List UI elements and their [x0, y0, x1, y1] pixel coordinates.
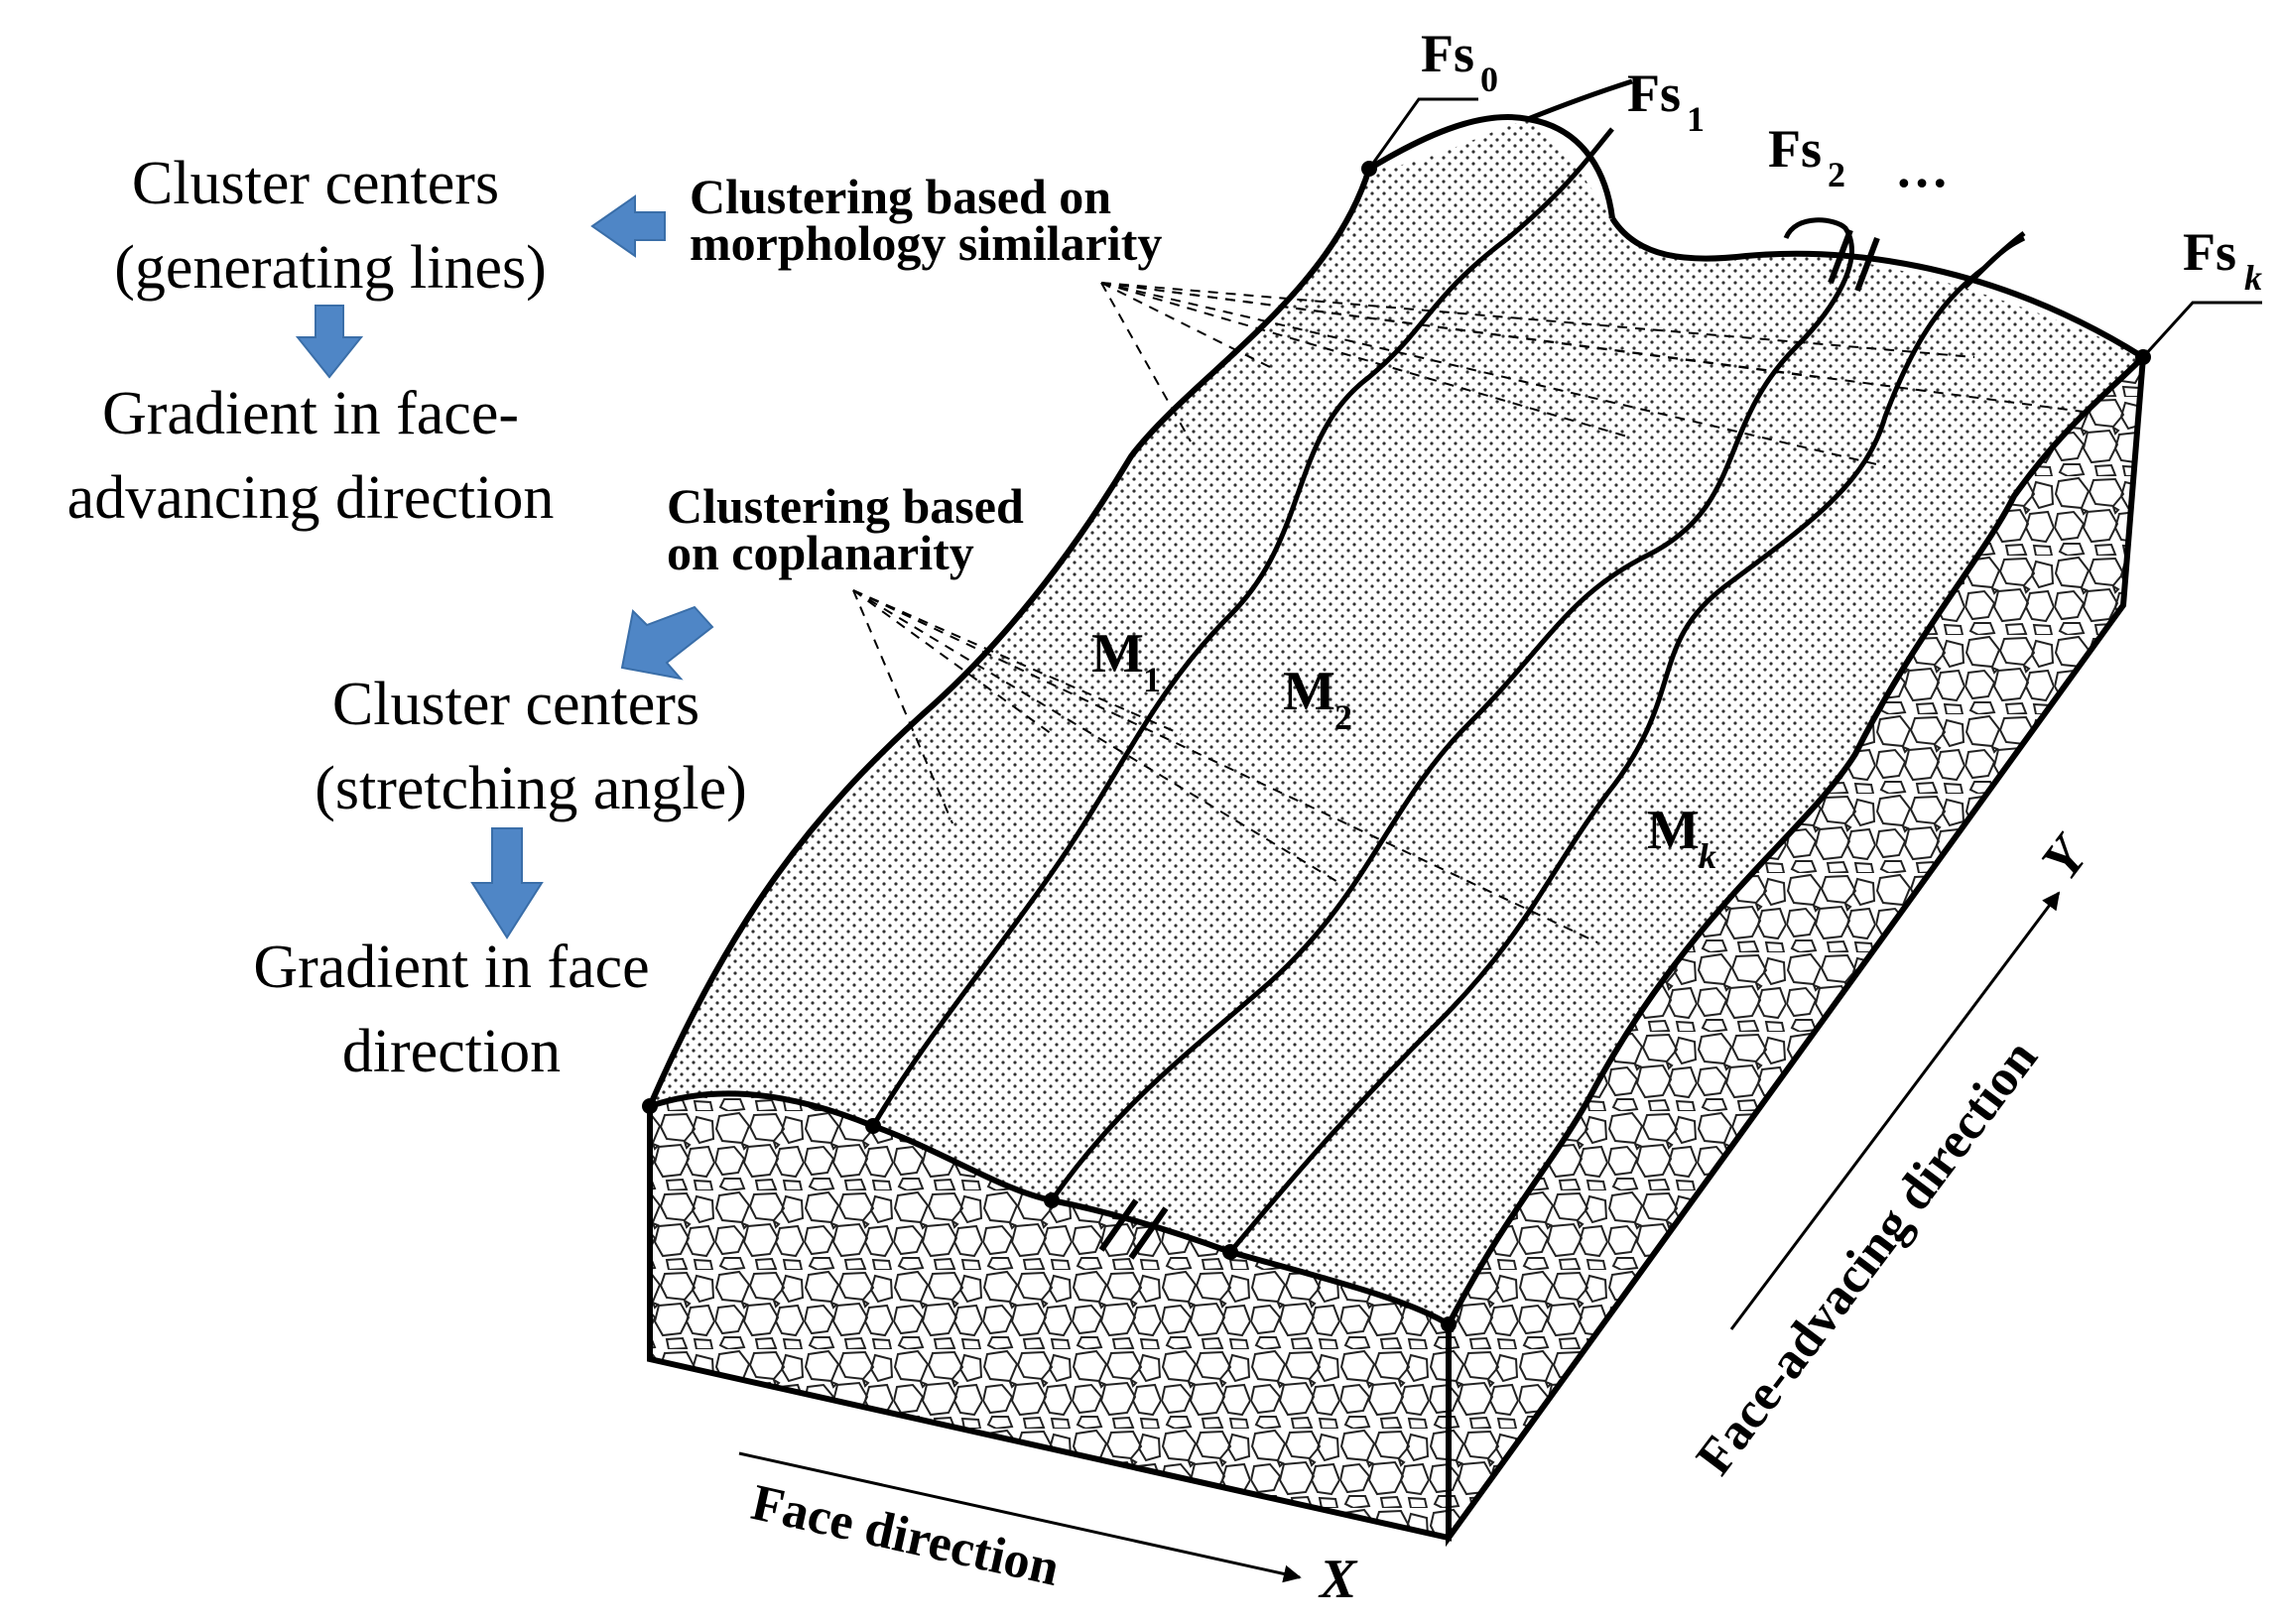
- morphology-annotation: Clustering based on morphology similarit…: [690, 169, 1162, 271]
- fs-label-0: Fs 0: [1421, 24, 1498, 99]
- fs-top-ext: [1527, 78, 1633, 122]
- fs-label-0-sub: 0: [1480, 60, 1498, 99]
- m-label-1-sub: 1: [1143, 660, 1161, 699]
- morphology-centers-line1: Cluster centers: [132, 150, 499, 217]
- morphology-gradient-line2: advancing direction: [67, 464, 555, 532]
- arrow-down-icon-2: [470, 827, 544, 939]
- m-label-1: M 1: [1091, 623, 1161, 699]
- fs-label-1: Fs 1: [1627, 63, 1705, 139]
- fs-label-1-sub: 1: [1687, 99, 1705, 139]
- coplanarity-centers-line1: Cluster centers: [332, 671, 699, 738]
- m-label-2: M 2: [1283, 661, 1352, 737]
- m-label-2-base: M: [1283, 661, 1335, 722]
- fs-label-2-sub: 2: [1828, 155, 1845, 194]
- m-label-2-sub: 2: [1334, 697, 1352, 737]
- tick-marks: [1098, 228, 1880, 1260]
- coplanarity-annotation-line1: Clustering based: [667, 478, 1024, 534]
- m-label-k-sub: k: [1699, 836, 1716, 876]
- surface-outline: [647, 114, 2145, 1108]
- arrow-left-icon: [590, 194, 666, 258]
- coplanarity-gradient-line1: Gradient in face: [253, 934, 649, 1001]
- arrow-down-icon: [295, 305, 364, 379]
- x-axis-label: Face direction: [746, 1474, 1064, 1597]
- y-axis-letter: Y: [2030, 822, 2102, 890]
- morphology-gradient-line1: Gradient in face-: [102, 380, 519, 447]
- morphology-branch: Cluster centers (generating lines) Gradi…: [67, 150, 555, 532]
- fs-leaders: [1367, 97, 2262, 359]
- fs-label-1-base: Fs: [1627, 63, 1681, 123]
- fs-label-2: Fs 2: [1768, 119, 1845, 194]
- top-surface: [650, 119, 2143, 1324]
- arrow-down-left-icon: [620, 605, 714, 681]
- right-face: [1446, 349, 2147, 1548]
- m-label-k: M k: [1647, 800, 1716, 876]
- morphology-centers-line2: (generating lines): [114, 234, 547, 302]
- fs-label-0-base: Fs: [1421, 24, 1474, 83]
- coplanarity-gradient-line2: direction: [342, 1018, 561, 1085]
- morphology-annotation-line2: morphology similarity: [690, 215, 1162, 271]
- fs-label-2-base: Fs: [1768, 119, 1822, 179]
- m-label-1-base: M: [1091, 623, 1144, 685]
- coplanarity-annotation: Clustering based on coplanarity: [667, 478, 1024, 580]
- fs-label-k: Fs k: [2183, 222, 2262, 298]
- x-axis-letter: X: [1318, 1549, 1358, 1610]
- coplanarity-branch: Cluster centers (stretching angle) Gradi…: [253, 671, 746, 1085]
- fs-label-k-base: Fs: [2183, 222, 2236, 282]
- fs-label-k-sub: k: [2244, 258, 2262, 298]
- fs2-line: [1049, 217, 1854, 1202]
- morphology-annotation-line1: Clustering based on: [690, 169, 1111, 224]
- fs3-top-ext: [1963, 231, 2026, 290]
- coplanarity-centers-line2: (stretching angle): [315, 755, 747, 822]
- dashed-lines: [852, 282, 2085, 943]
- fs1-line: [870, 127, 1614, 1128]
- fs3-line: [1228, 235, 2026, 1254]
- generating-lines: [870, 78, 2026, 1254]
- coplanarity-annotation-line2: on coplanarity: [667, 525, 974, 580]
- m-label-k-base: M: [1647, 800, 1700, 861]
- fs-ellipsis: …: [1895, 139, 1949, 198]
